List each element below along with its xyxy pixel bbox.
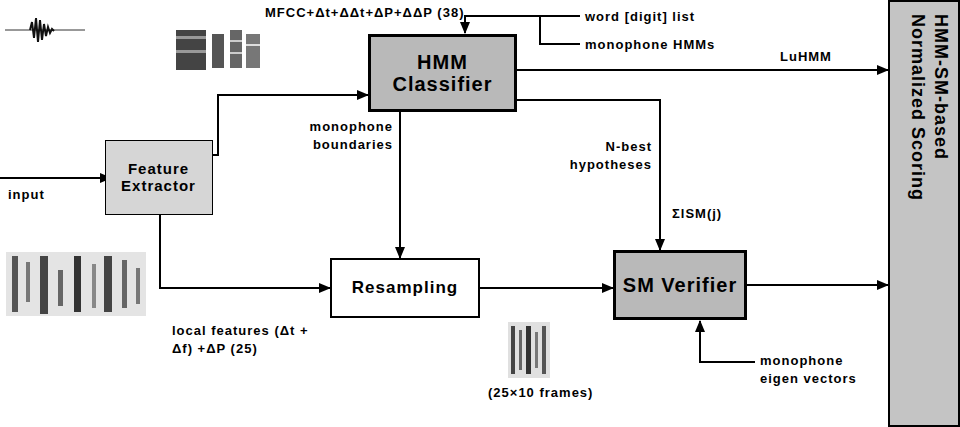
- connector-arrow: [517, 100, 660, 250]
- node-text: Feature Extractor: [106, 161, 212, 195]
- node-text: HMM Classifier: [371, 51, 514, 96]
- edge-label: MFCC+Δt+ΔΔt+ΔP+ΔΔP (38): [265, 4, 464, 22]
- process-box: Feature Extractor: [105, 140, 213, 215]
- annotation-label: input: [8, 186, 45, 204]
- node-text: Resampling: [352, 278, 458, 297]
- annotation-label: monophone HMMs: [585, 36, 715, 54]
- node-text: Normalized Scoring: [905, 14, 928, 417]
- connector-arrow: [160, 215, 330, 288]
- annotation-label: (25×10 frames): [488, 384, 593, 402]
- connector-arrow: [480, 287, 613, 289]
- edge-label: LuHMM: [780, 48, 832, 66]
- annotation-label: monophone eigen vectors: [760, 352, 878, 387]
- classifier-box: HMM Classifier: [368, 34, 517, 112]
- waveform-icon: [5, 18, 85, 42]
- spectrogram-icon: [176, 30, 260, 70]
- connector-arrow: [517, 69, 888, 71]
- connector-arrow: [399, 112, 401, 258]
- edge-label: N-best hypotheses: [546, 138, 652, 173]
- connector-arrow: [747, 284, 888, 286]
- resampled-frames-icon: [508, 322, 550, 378]
- node-text: HMM-SM-based: [929, 14, 952, 417]
- process-box: Resampling: [330, 258, 480, 318]
- node-text: SM Verifier: [623, 274, 737, 296]
- feed-line: [540, 16, 580, 44]
- verifier-box: SM Verifier: [613, 250, 747, 320]
- feed-line: [700, 321, 755, 362]
- input-arrow: [0, 177, 111, 179]
- annotation-label: word [digit] list: [585, 8, 695, 26]
- rotated-text-holder: HMM-SM-basedNormalized Scoring: [905, 14, 952, 417]
- edge-label: monophone boundaries: [285, 118, 393, 153]
- scoring-band: HMM-SM-basedNormalized Scoring: [888, 0, 960, 427]
- edge-label: ΣlSM(j): [672, 205, 722, 223]
- edge-label: local features (Δt + Δf) +ΔP (25): [172, 322, 334, 357]
- feed-line: [465, 16, 580, 33]
- spectrogram-icon: [6, 252, 146, 316]
